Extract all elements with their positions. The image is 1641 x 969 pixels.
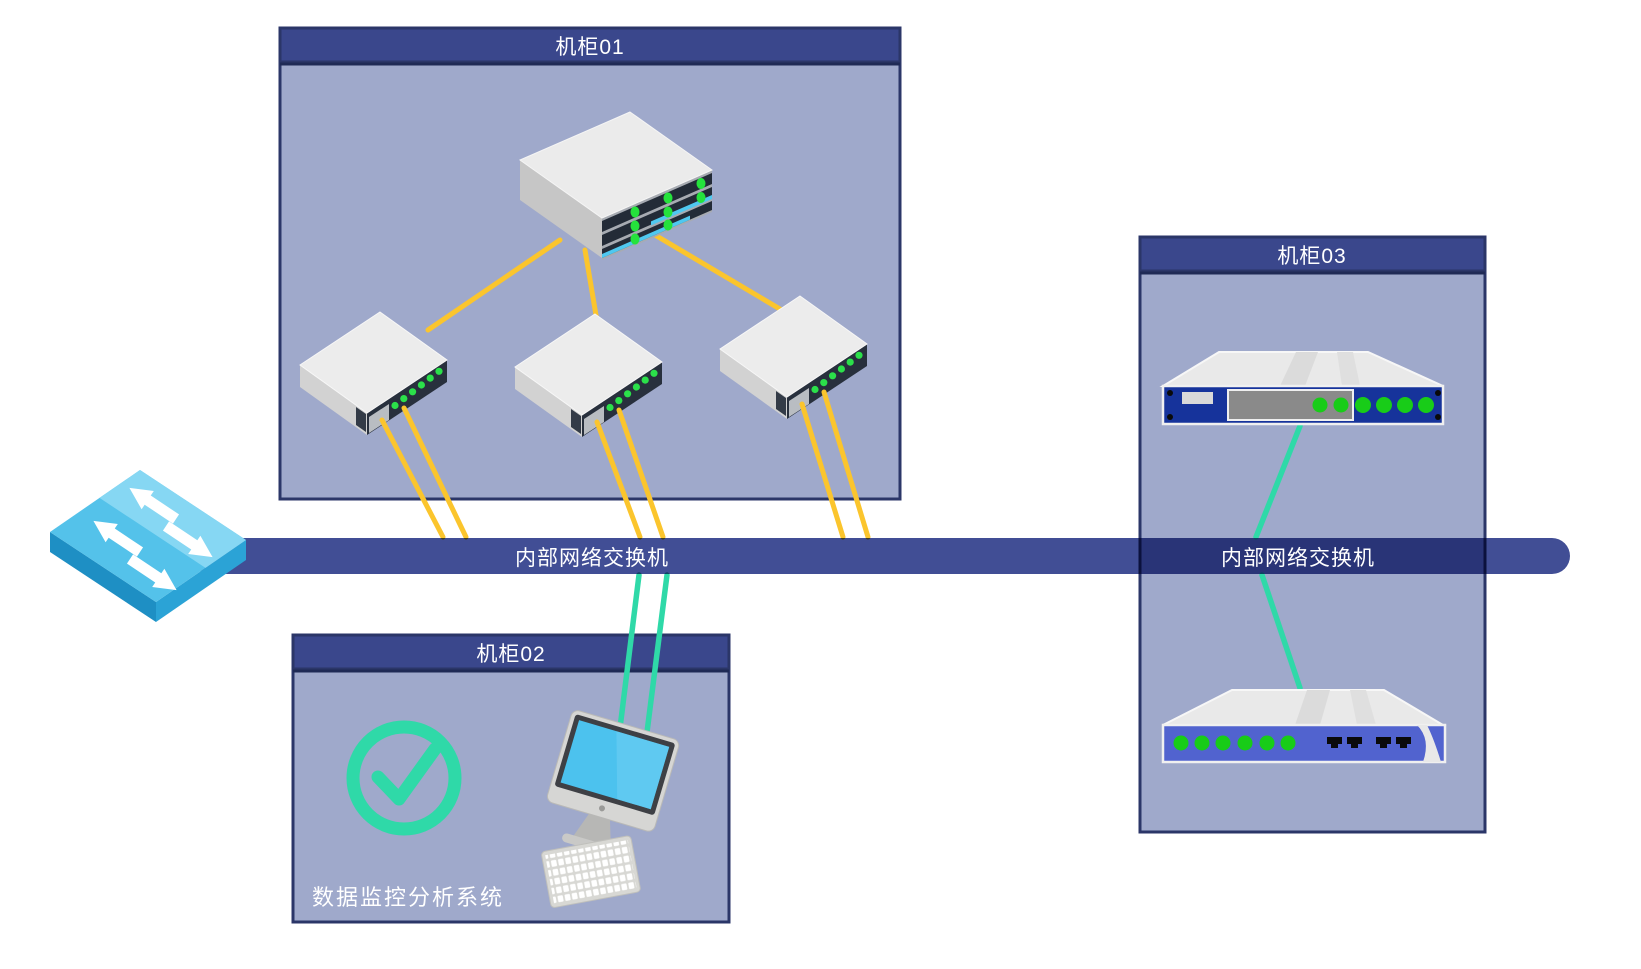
cabinet-03-titlebar xyxy=(1138,235,1487,273)
led-icon xyxy=(630,178,706,245)
swoosh-decoration xyxy=(1417,725,1441,762)
switch-node-left[interactable] xyxy=(299,311,448,435)
links-switches-to-bus xyxy=(379,389,871,540)
links-rack-devices xyxy=(1253,423,1303,691)
monitor-icon[interactable] xyxy=(536,709,680,865)
cabinet-03-title: 机柜03 xyxy=(1277,245,1347,268)
rack-switch-top-icon[interactable] xyxy=(1159,351,1445,426)
cabinet-01-titlebar xyxy=(278,26,902,64)
server-icon[interactable] xyxy=(518,111,714,260)
links-monitor-to-bus xyxy=(617,572,670,743)
ethernet-port-icon xyxy=(1327,737,1411,748)
keyboard-icon[interactable] xyxy=(541,835,641,908)
bus-bar[interactable] xyxy=(192,538,1570,574)
logo-dot-icon xyxy=(598,805,605,812)
switch-icon[interactable] xyxy=(50,470,246,622)
switch-node-right[interactable] xyxy=(719,295,868,419)
check-circle-icon xyxy=(346,720,462,836)
cabinet-02-title: 机柜02 xyxy=(476,643,546,666)
bus-label-left: 内部网络交换机 xyxy=(515,547,669,570)
led-icon xyxy=(1173,735,1296,751)
cabinet-01-title: 机柜01 xyxy=(555,36,625,59)
led-icon xyxy=(1312,397,1434,413)
screw-icon xyxy=(1167,390,1441,420)
system-label: 数据监控分析系统 xyxy=(312,885,505,910)
bus-label-right: 内部网络交换机 xyxy=(1221,547,1375,570)
rack-switch-bottom-icon[interactable] xyxy=(1161,689,1447,764)
switch-node-middle[interactable] xyxy=(514,313,663,437)
